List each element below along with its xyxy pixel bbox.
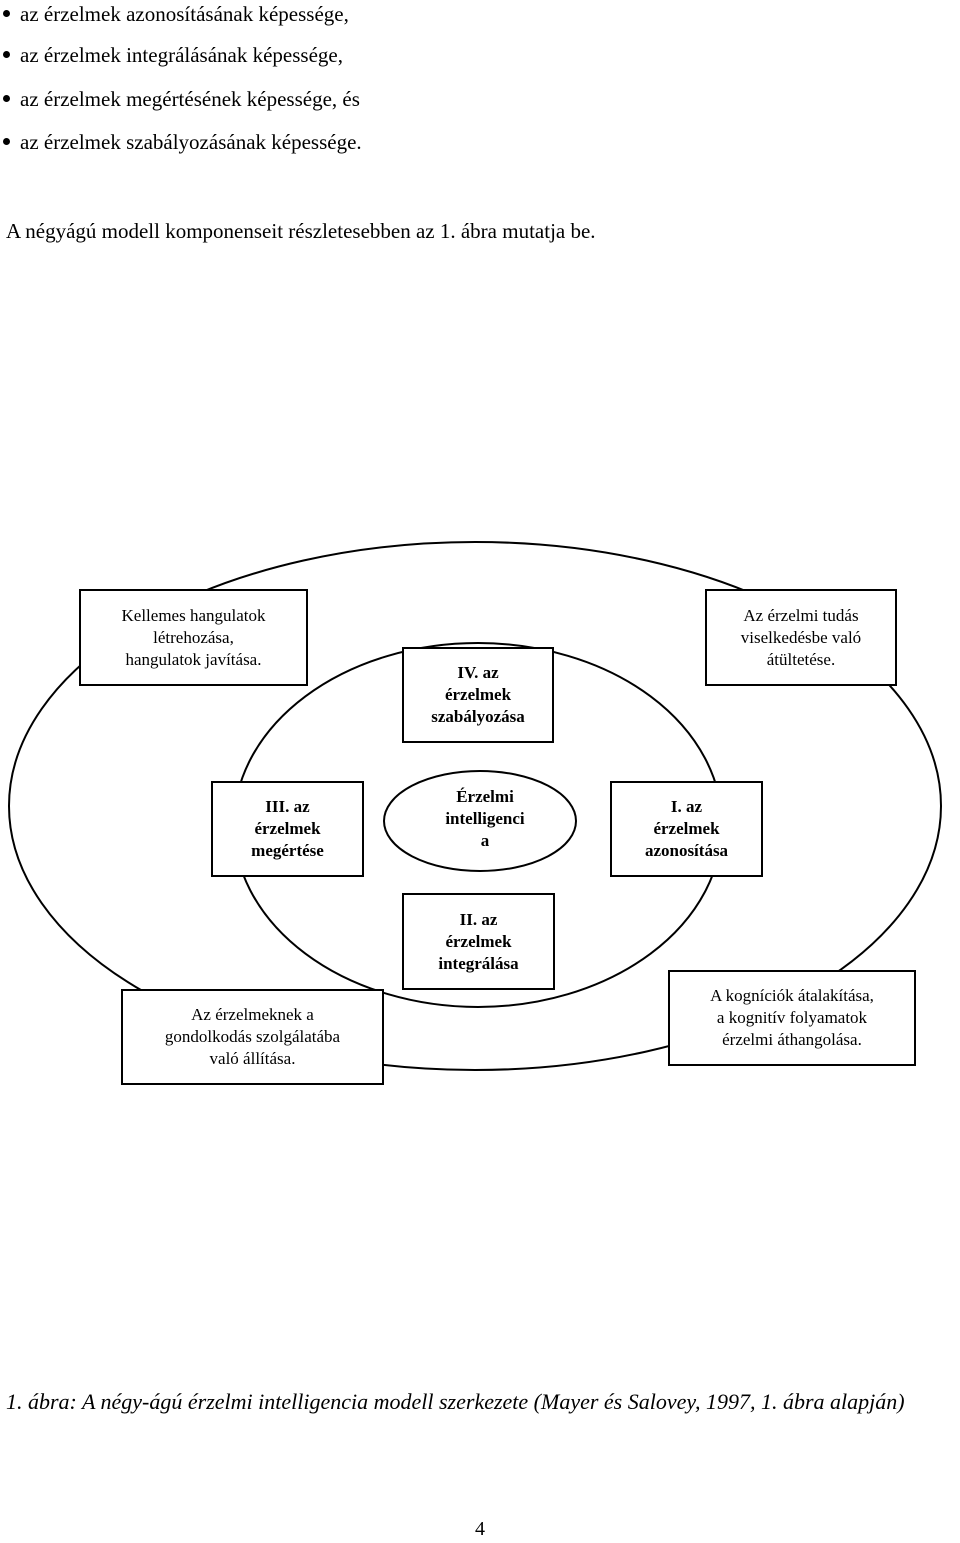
bullet-icon	[3, 95, 10, 102]
desc-line: hangulatok javítása.	[125, 649, 262, 669]
desc-box-cognition-transformation: A kogníciók átalakítása, a kognitív foly…	[668, 970, 916, 1066]
branch-line: II. az	[459, 909, 498, 929]
desc-line: a kognitív folyamatok	[716, 1008, 868, 1027]
page-number: 4	[475, 1518, 485, 1540]
desc-line: létrehozása,	[153, 627, 234, 647]
center-label-line: Érzelmi	[456, 787, 514, 806]
outer-ellipse	[8, 541, 942, 1071]
branch-box-integration: II. az érzelmek integrálása	[402, 893, 555, 990]
desc-line: viselkedésbe való	[740, 627, 862, 647]
bullet-icon	[3, 10, 10, 17]
intro-paragraph: A négyágú modell komponenseit részletese…	[6, 219, 596, 243]
desc-line: A kogníciók átalakítása,	[710, 986, 874, 1005]
branch-line: IV. az	[457, 663, 499, 682]
center-label-line: intelligenci	[445, 809, 525, 828]
branch-line: azonosítása	[644, 841, 729, 860]
center-label-emotional-intelligence: Érzelmi intelligenci a	[395, 786, 575, 852]
desc-box-emotions-serving-thought: Az érzelmeknek a gondolkodás szolgálatáb…	[121, 989, 384, 1085]
branch-box-identification: I. az érzelmek azonosítása	[610, 781, 763, 877]
desc-line: átültetése.	[766, 649, 836, 669]
desc-line: érzelmi áthangolása.	[722, 1030, 862, 1049]
branch-line: I. az	[670, 797, 703, 816]
desc-box-mood-creation: Kellemes hangulatok létrehozása, hangula…	[79, 589, 308, 686]
branch-line: szabályozása	[431, 707, 525, 726]
branch-line: érzelmek	[254, 819, 321, 838]
branch-box-understanding: III. az érzelmek megértése	[211, 781, 364, 877]
branch-box-regulation: IV. az érzelmek szabályozása	[402, 647, 554, 743]
branch-line: érzelmek	[444, 685, 512, 704]
center-label-line: a	[480, 831, 490, 850]
branch-line: III. az	[265, 797, 310, 816]
desc-line: Az érzelmi tudás	[743, 605, 859, 625]
bullet-text: az érzelmek azonosításának képessége,	[20, 2, 349, 26]
desc-line: Az érzelmeknek a	[191, 1005, 314, 1024]
branch-line: megértése	[251, 841, 324, 860]
branch-line: integrálása	[438, 953, 519, 973]
bullet-text: az érzelmek megértésének képessége, és	[20, 87, 360, 111]
branch-line: érzelmek	[445, 931, 512, 951]
figure-caption: 1. ábra: A négy-ágú érzelmi intelligenci…	[6, 1389, 905, 1414]
bullet-icon	[3, 138, 10, 145]
desc-line: való állítása.	[209, 1049, 296, 1068]
bullet-text: az érzelmek integrálásának képessége,	[20, 43, 343, 67]
bullet-icon	[3, 51, 10, 58]
desc-line: gondolkodás szolgálatába	[164, 1027, 341, 1046]
center-ellipse	[383, 770, 577, 872]
desc-line: Kellemes hangulatok	[121, 605, 266, 625]
branch-line: érzelmek	[653, 819, 720, 838]
bullet-text: az érzelmek szabályozásának képessége.	[20, 130, 362, 154]
desc-box-knowledge-to-behavior: Az érzelmi tudás viselkedésbe való átült…	[705, 589, 897, 686]
